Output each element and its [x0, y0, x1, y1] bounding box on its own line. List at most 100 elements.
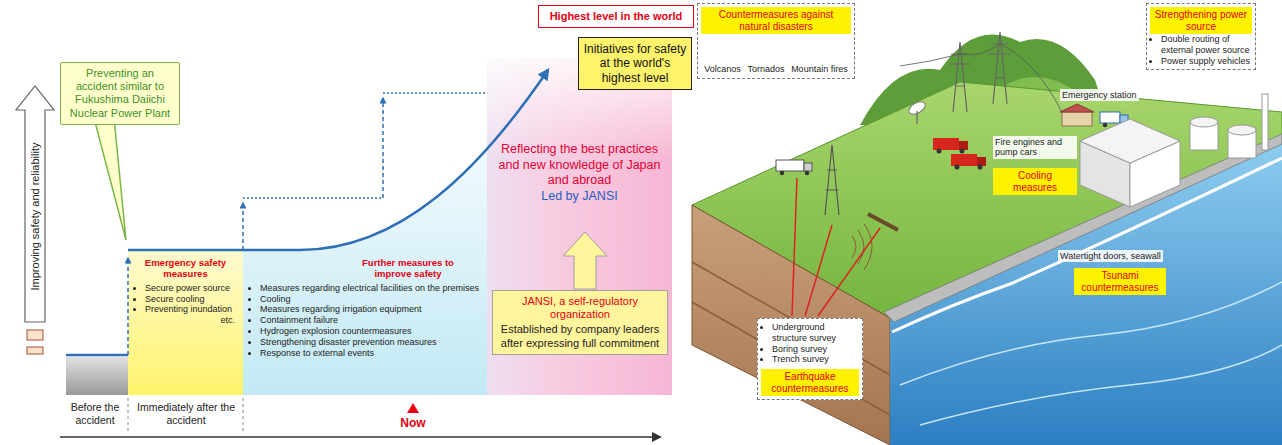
phase-band-fill: [243, 68, 487, 395]
text-group: Highest level in the world: [543, 10, 689, 23]
text-group: Earthquake countermeasures: [764, 371, 856, 394]
band-text: Reflecting the best practices and new kn…: [487, 142, 672, 189]
x-axis-arrow: [60, 398, 662, 442]
text-group: Further measures to improve safety: [248, 258, 482, 283]
safety-curve: [66, 354, 128, 357]
sea: [900, 282, 1282, 385]
measure-title: Earthquake countermeasures: [761, 369, 859, 396]
satellite-dish: [907, 99, 928, 124]
power-pylon: [949, 42, 971, 112]
soil-section: [692, 205, 890, 445]
bullet-item: Containment failure: [260, 315, 482, 326]
box-text: Earthquake countermeasures: [764, 371, 856, 394]
icon-label: Mountain fires: [791, 64, 848, 75]
fire-engine: [955, 165, 960, 170]
box-text: Preventing an accident similar to Fukush…: [66, 67, 174, 120]
icon-space: [701, 34, 851, 64]
text-group: Strengthening power source: [1153, 9, 1249, 32]
text-group: Established by company leaders after exp…: [498, 323, 662, 349]
box-text: Initiatives for safety at the world's hi…: [583, 42, 687, 85]
fire-engine: [937, 149, 942, 154]
soil-section: [692, 205, 890, 445]
facility-label: Watertight doors, seawall: [1058, 250, 1163, 262]
callout-tail: [94, 118, 126, 240]
x-axis-arrow: [128, 398, 129, 434]
bullet-item: Trench survey: [772, 354, 859, 365]
text-group: etc.: [133, 315, 238, 326]
axis-tick-label: Immediately after the accident: [131, 401, 241, 426]
sea: [920, 345, 1282, 425]
fire-engine: [978, 165, 983, 170]
fire-engine: [951, 154, 977, 166]
bullet-item: Underground structure survey: [772, 322, 859, 344]
bullet-item: Measures regarding irrigation equipment: [260, 304, 482, 315]
bullet-item: Strengthening disaster prevention measur…: [260, 337, 482, 348]
bullet-item: Cooling: [260, 294, 482, 305]
leader-line: [818, 228, 880, 316]
callout-tail: [94, 118, 126, 240]
phase-band: Emergency safety measuresSecure power so…: [130, 254, 241, 330]
text-group: Led by JANSI: [487, 189, 672, 205]
band-heading: Further measures to improve safety: [344, 258, 472, 280]
x-axis-arrow: [243, 398, 244, 434]
bullet-list: Secure power sourceSecure coolingPrevent…: [133, 283, 238, 315]
survey-rig: [868, 214, 898, 230]
bullet-item: Response to external events: [260, 348, 482, 359]
safety-curve: [383, 92, 487, 94]
box-text: Tsunami countermeasures: [1077, 270, 1163, 293]
axis-label: Improving safety and reliability: [29, 116, 42, 316]
organization-box: JANSI, a self-regulatory organizationEst…: [492, 290, 668, 355]
phase-band: Reflecting the best practices and new kn…: [487, 58, 672, 395]
text-group: Preventing an accident similar to Fukush…: [66, 67, 174, 120]
box-text: Countermeasures against natural disaster…: [704, 9, 848, 32]
note-text: etc.: [133, 315, 238, 326]
bullet-item: Secure power source: [145, 283, 238, 294]
measure-title: Cooling measures: [993, 168, 1077, 195]
x-axis-arrow: [407, 403, 419, 413]
callout-bubble: Preventing an accident similar to Fukush…: [60, 62, 180, 125]
survey-rig: [776, 160, 804, 171]
bullet-item: Boring survey: [772, 344, 859, 355]
bullet-list: Underground structure surveyBoring surve…: [761, 322, 859, 365]
y-axis-arrow: [16, 86, 54, 322]
safety-curve: [127, 258, 129, 355]
safety-curve: [128, 70, 548, 250]
goal-box: Highest level in the world: [538, 5, 694, 28]
bullet-item: Secure cooling: [145, 294, 238, 305]
safety-curve: [242, 203, 244, 250]
x-axis-arrow: [652, 432, 662, 442]
x-axis-arrow: [60, 436, 653, 438]
text-group: Tsunami countermeasures: [1077, 270, 1163, 293]
reactor-building: [1080, 94, 1268, 207]
text-group: VolcanosTornadosMountain fires: [701, 64, 851, 75]
power-supply-vehicle: [1103, 123, 1107, 127]
band-heading: Emergency safety measures: [133, 258, 238, 280]
facility-label: Emergency station: [1060, 89, 1139, 101]
measure-title: Strengthening power source: [1150, 7, 1252, 34]
phase-band-fill: [66, 58, 672, 395]
safety-curve: [243, 197, 383, 199]
block-arrow: [563, 232, 607, 289]
bullet-item: Hydrogen explosion countermeasures: [260, 326, 482, 337]
box-heading: JANSI, a self-regulatory organization: [498, 295, 662, 321]
phase-band-fill: [128, 250, 243, 395]
measure-panel: Underground structure surveyBoring surve…: [757, 318, 863, 400]
axis-marker-label: Now: [388, 416, 438, 430]
fire-engine: [977, 157, 986, 166]
box-text: Highest level in the world: [543, 10, 689, 23]
measure-title: Tsunami countermeasures: [1074, 268, 1166, 295]
power-pylon: [900, 44, 1062, 112]
fire-engine: [933, 138, 959, 150]
satellite-dish: [916, 111, 918, 124]
leader-line: [792, 178, 797, 316]
text-group: Emergency safety measures: [133, 258, 238, 283]
facility-label: Fire engines and pump cars: [993, 136, 1077, 159]
bullet-list: Double routing of external power sourceP…: [1150, 34, 1252, 66]
seawall: [884, 134, 1282, 322]
survey-rig: [804, 163, 812, 171]
reactor-building: [1228, 125, 1256, 135]
band-text: Led by JANSI: [487, 189, 672, 205]
fire-engine: [960, 149, 965, 154]
bullet-item: Measures regarding electrical facilities…: [260, 283, 482, 294]
survey-rig: [825, 145, 839, 215]
